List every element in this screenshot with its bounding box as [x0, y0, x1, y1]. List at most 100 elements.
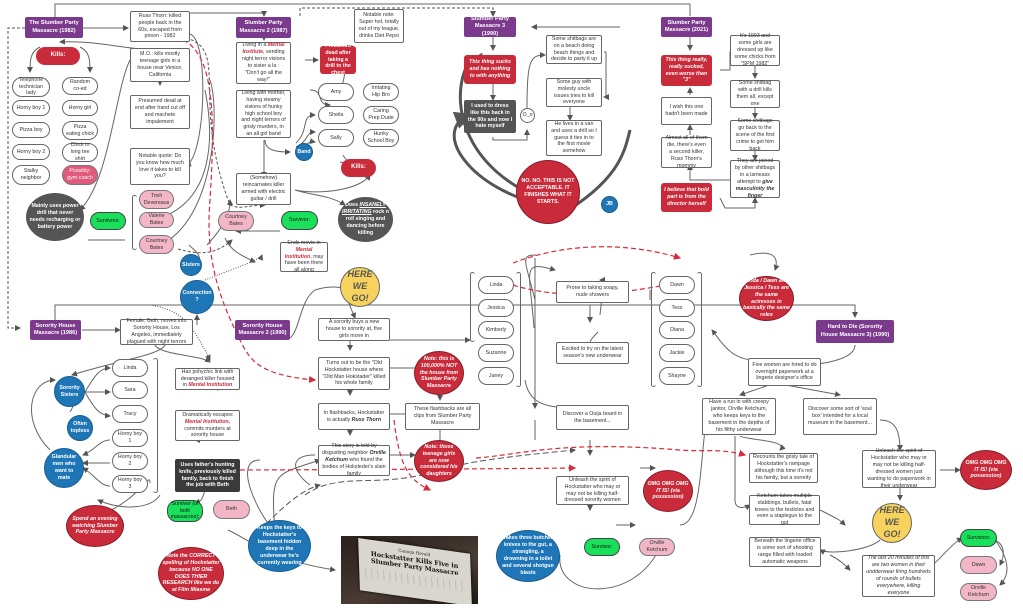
kill-item-possible[interactable]: Possibly: gym coach — [62, 165, 98, 185]
girl-item[interactable]: Dawn — [659, 276, 695, 294]
band-member[interactable]: Sally — [318, 129, 354, 147]
node-flashback-clips[interactable]: These flashbacks are all clips from Slum… — [405, 403, 480, 430]
node-sorority-sisters[interactable]: Sorority Sisters — [54, 376, 85, 407]
kill-item[interactable]: Chick in long tee shirt — [62, 142, 98, 162]
girl-item[interactable]: Tess — [659, 299, 695, 317]
node-daughters[interactable]: Note: those teenage girls are now consid… — [414, 440, 464, 482]
band-member[interactable]: Sheila — [318, 106, 354, 124]
node-wish[interactable]: I wish this one hadn't been made — [661, 97, 712, 125]
girl-item[interactable]: Diana — [659, 321, 695, 339]
node-note-100-percent[interactable]: Note: this is 100,000% NOT the house fro… — [414, 351, 464, 395]
node-omg-sh2[interactable]: OMG OMG OMG IT IS! (via possession) — [643, 470, 693, 512]
node-often-topless[interactable]: Often topless — [67, 415, 93, 441]
node-jb[interactable]: JB — [601, 196, 618, 213]
survivor-beth[interactable]: Beth — [213, 500, 250, 519]
node-go-back[interactable]: Some shitbags go back to the scene of th… — [730, 118, 780, 152]
boy-item[interactable]: Caring Prep Dude — [363, 106, 399, 124]
node-dress-90s[interactable]: I used to dress like this back in the 90… — [464, 100, 516, 133]
node-recounts[interactable]: Recounts the grisly tale of Hockstatter'… — [749, 453, 818, 483]
node-1993[interactable]: It's 1993 and some girls are dressed up … — [730, 33, 780, 67]
sister-item[interactable]: Sara — [112, 381, 148, 399]
node-mo[interactable]: M.O.: kills mostly teenage girls in a ho… — [130, 48, 190, 82]
kill-item[interactable]: Pizza boy — [12, 122, 50, 138]
survivor-item[interactable]: Courtney Bates — [139, 235, 174, 254]
node-sorority-buys[interactable]: A sorority buys a new house to sorority … — [318, 318, 390, 341]
node-soapy-showers[interactable]: Prone to taking soapy, nude showers — [556, 281, 629, 303]
band-member[interactable]: Amy — [318, 83, 354, 101]
sister-item[interactable]: Linda — [112, 359, 148, 377]
node-shooting-range[interactable]: Beneath the lingerie office is some sort… — [749, 537, 821, 567]
node-ouija[interactable]: Discover a Ouija board in the basement..… — [556, 405, 629, 430]
girl-item[interactable]: Kimberly — [478, 321, 514, 339]
kill-item[interactable]: Stalky neighbor — [12, 165, 50, 185]
node-flashbacks[interactable]: In flashbacks, Hockstatter is actually R… — [318, 403, 390, 430]
node-connection[interactable]: Connection ? — [180, 280, 214, 314]
survivor-orville[interactable]: Orville Ketchum — [639, 538, 675, 556]
node-living-with-mother[interactable]: Living with mother, having steamy vision… — [236, 90, 291, 138]
node-mental-institute[interactable]: Living in a Mental Institute, sending ni… — [236, 42, 291, 84]
node-dramatically-escapes[interactable]: Dramatically escapes Mental Institution,… — [175, 410, 240, 441]
node-ketchum-takes[interactable]: Ketchum takes multiple stabbings, bullet… — [749, 493, 820, 526]
node-omg-sh3[interactable]: OMG OMG OMG IT IS! (via possession) — [960, 450, 1012, 490]
node-here-we-go-1[interactable]: HERE WE GO! — [340, 267, 380, 307]
node-story-told[interactable]: This story is told by disgusting neighbo… — [318, 443, 390, 477]
film-shm-1986[interactable]: Sorority House Massacre (1986) — [30, 320, 81, 340]
node-molesty-guy[interactable]: Some guy with molesty uncle issues tries… — [546, 78, 602, 107]
film-spm-2[interactable]: Slumber Party Massacre 2 (1987) — [236, 17, 291, 38]
node-soul-box[interactable]: Discover some sort of 'soul box' intende… — [803, 398, 877, 435]
node-van[interactable]: He lives in a van and uses a drill so I … — [546, 120, 602, 156]
node-new-underwear[interactable]: Excited to try on the latest season's ne… — [556, 342, 629, 364]
node-no-no[interactable]: NO. NO. THIS IS NOT ACCEPTABLE. IT FINIS… — [516, 160, 580, 224]
boy-item[interactable]: Irritating Hip Bro — [363, 83, 399, 101]
survivor-item[interactable]: Valerie Bates — [139, 212, 174, 228]
boy-item[interactable]: Horny boy 3 — [112, 475, 148, 493]
film-shm-3[interactable]: Hard to Die (Sorority House Massacre 3) … — [816, 320, 894, 343]
node-really-sucked[interactable]: This thing really, really sucked, even w… — [661, 55, 712, 86]
boy-item[interactable]: Hunky School Boy — [363, 129, 399, 147]
node-old-man[interactable]: Turns out to be the "Old Hockstatter hou… — [318, 357, 390, 390]
sister-item[interactable]: Tracy — [112, 405, 148, 423]
node-joined[interactable]: They are joined by other shitbags in a l… — [730, 158, 780, 199]
node-beth[interactable]: Female, Beth, moves into Sorority House,… — [120, 318, 193, 345]
survivor-orville-sh3[interactable]: Orville Ketchum — [960, 583, 997, 601]
girl-item[interactable]: Janey — [478, 367, 514, 385]
film-spm-3[interactable]: Slumber Party Massacre 3 (1990) — [464, 16, 516, 37]
node-last-20-minutes[interactable]: The last 20 minutes of this are two wome… — [862, 555, 935, 597]
node-here-we-go-2[interactable]: HERE WE GO! — [872, 503, 912, 543]
node-same-actresses[interactable]: Linda / Dawn and Jessica / Tess are the … — [739, 276, 794, 321]
kill-item[interactable]: Horny boy 1 — [12, 100, 50, 116]
node-psychic-link[interactable]: Has pshychic link with deranged killer h… — [175, 368, 240, 390]
girl-item[interactable]: Jackie — [659, 344, 695, 362]
node-this-thing-sucks[interactable]: This thing sucks and has nothing to with… — [464, 55, 516, 84]
survivor-item[interactable]: Trish Devereaux — [139, 190, 174, 209]
node-note-correct-spelling[interactable]: Note the CORRECT spelling of Hockstatter… — [158, 547, 224, 600]
node-glandular-men[interactable]: Glandular men who want to mate — [44, 448, 84, 488]
kill-item[interactable]: Pizza eating chick — [62, 121, 98, 140]
node-russ-thorn[interactable]: Russ Thorn: killed people back in the 60… — [130, 11, 190, 42]
node-ends-movie[interactable]: Ends movie in Mental Institution, may ha… — [280, 240, 328, 273]
node-keeps-keys[interactable]: Keeps the keys to Hockstatter's basement… — [248, 520, 311, 572]
kill-item[interactable]: Horny girl — [62, 100, 98, 116]
node-notable-note[interactable]: Notable note: Super hot, totally out of … — [354, 9, 404, 43]
node-sisters[interactable]: Sisters — [180, 254, 202, 276]
node-beach[interactable]: Some shitbags are on a beach doing beach… — [546, 35, 602, 64]
boy-item[interactable]: Horny boy 2 — [112, 452, 148, 470]
girl-item[interactable]: Shayne — [659, 367, 695, 385]
node-janitor[interactable]: Have a run in with creepy janitor, Orvil… — [702, 398, 776, 435]
node-unleash-sh3[interactable]: Unleash the spirit of Hockstatter who ma… — [862, 448, 936, 489]
film-shm-2[interactable]: Sorority House Massacre 2 (1990) — [235, 320, 290, 340]
film-spm-2021[interactable]: Slumber Party Massacre (2021) — [661, 17, 712, 37]
node-somehow[interactable]: (Somehow) reincarnates killer armed with… — [236, 173, 291, 205]
node-hunting-knife[interactable]: Uses father's hunting knife, previously … — [175, 459, 240, 492]
girl-item[interactable]: Jessica — [478, 299, 514, 317]
node-band[interactable]: Band — [295, 143, 313, 161]
boy-item[interactable]: Horny boy 1 — [112, 429, 148, 447]
survivor-courtney[interactable]: Courtney Bates — [218, 211, 254, 231]
node-unleash-sh2[interactable]: Unleash the spirit of Hockstatter who ma… — [556, 476, 629, 505]
node-presumed-dead[interactable]: Presumed dead at end after hand cut off … — [130, 95, 190, 129]
node-butcher-knives[interactable]: Takes three butcher knives to the gut, a… — [496, 530, 560, 582]
node-almost-all[interactable]: Almost all of them die, there's even a s… — [661, 135, 712, 169]
kill-item[interactable]: Telephone technician lady — [12, 77, 50, 97]
girl-item[interactable]: Suzanne — [478, 344, 514, 362]
node-power-drill[interactable]: Mainly uses power drill that never needs… — [26, 193, 84, 241]
